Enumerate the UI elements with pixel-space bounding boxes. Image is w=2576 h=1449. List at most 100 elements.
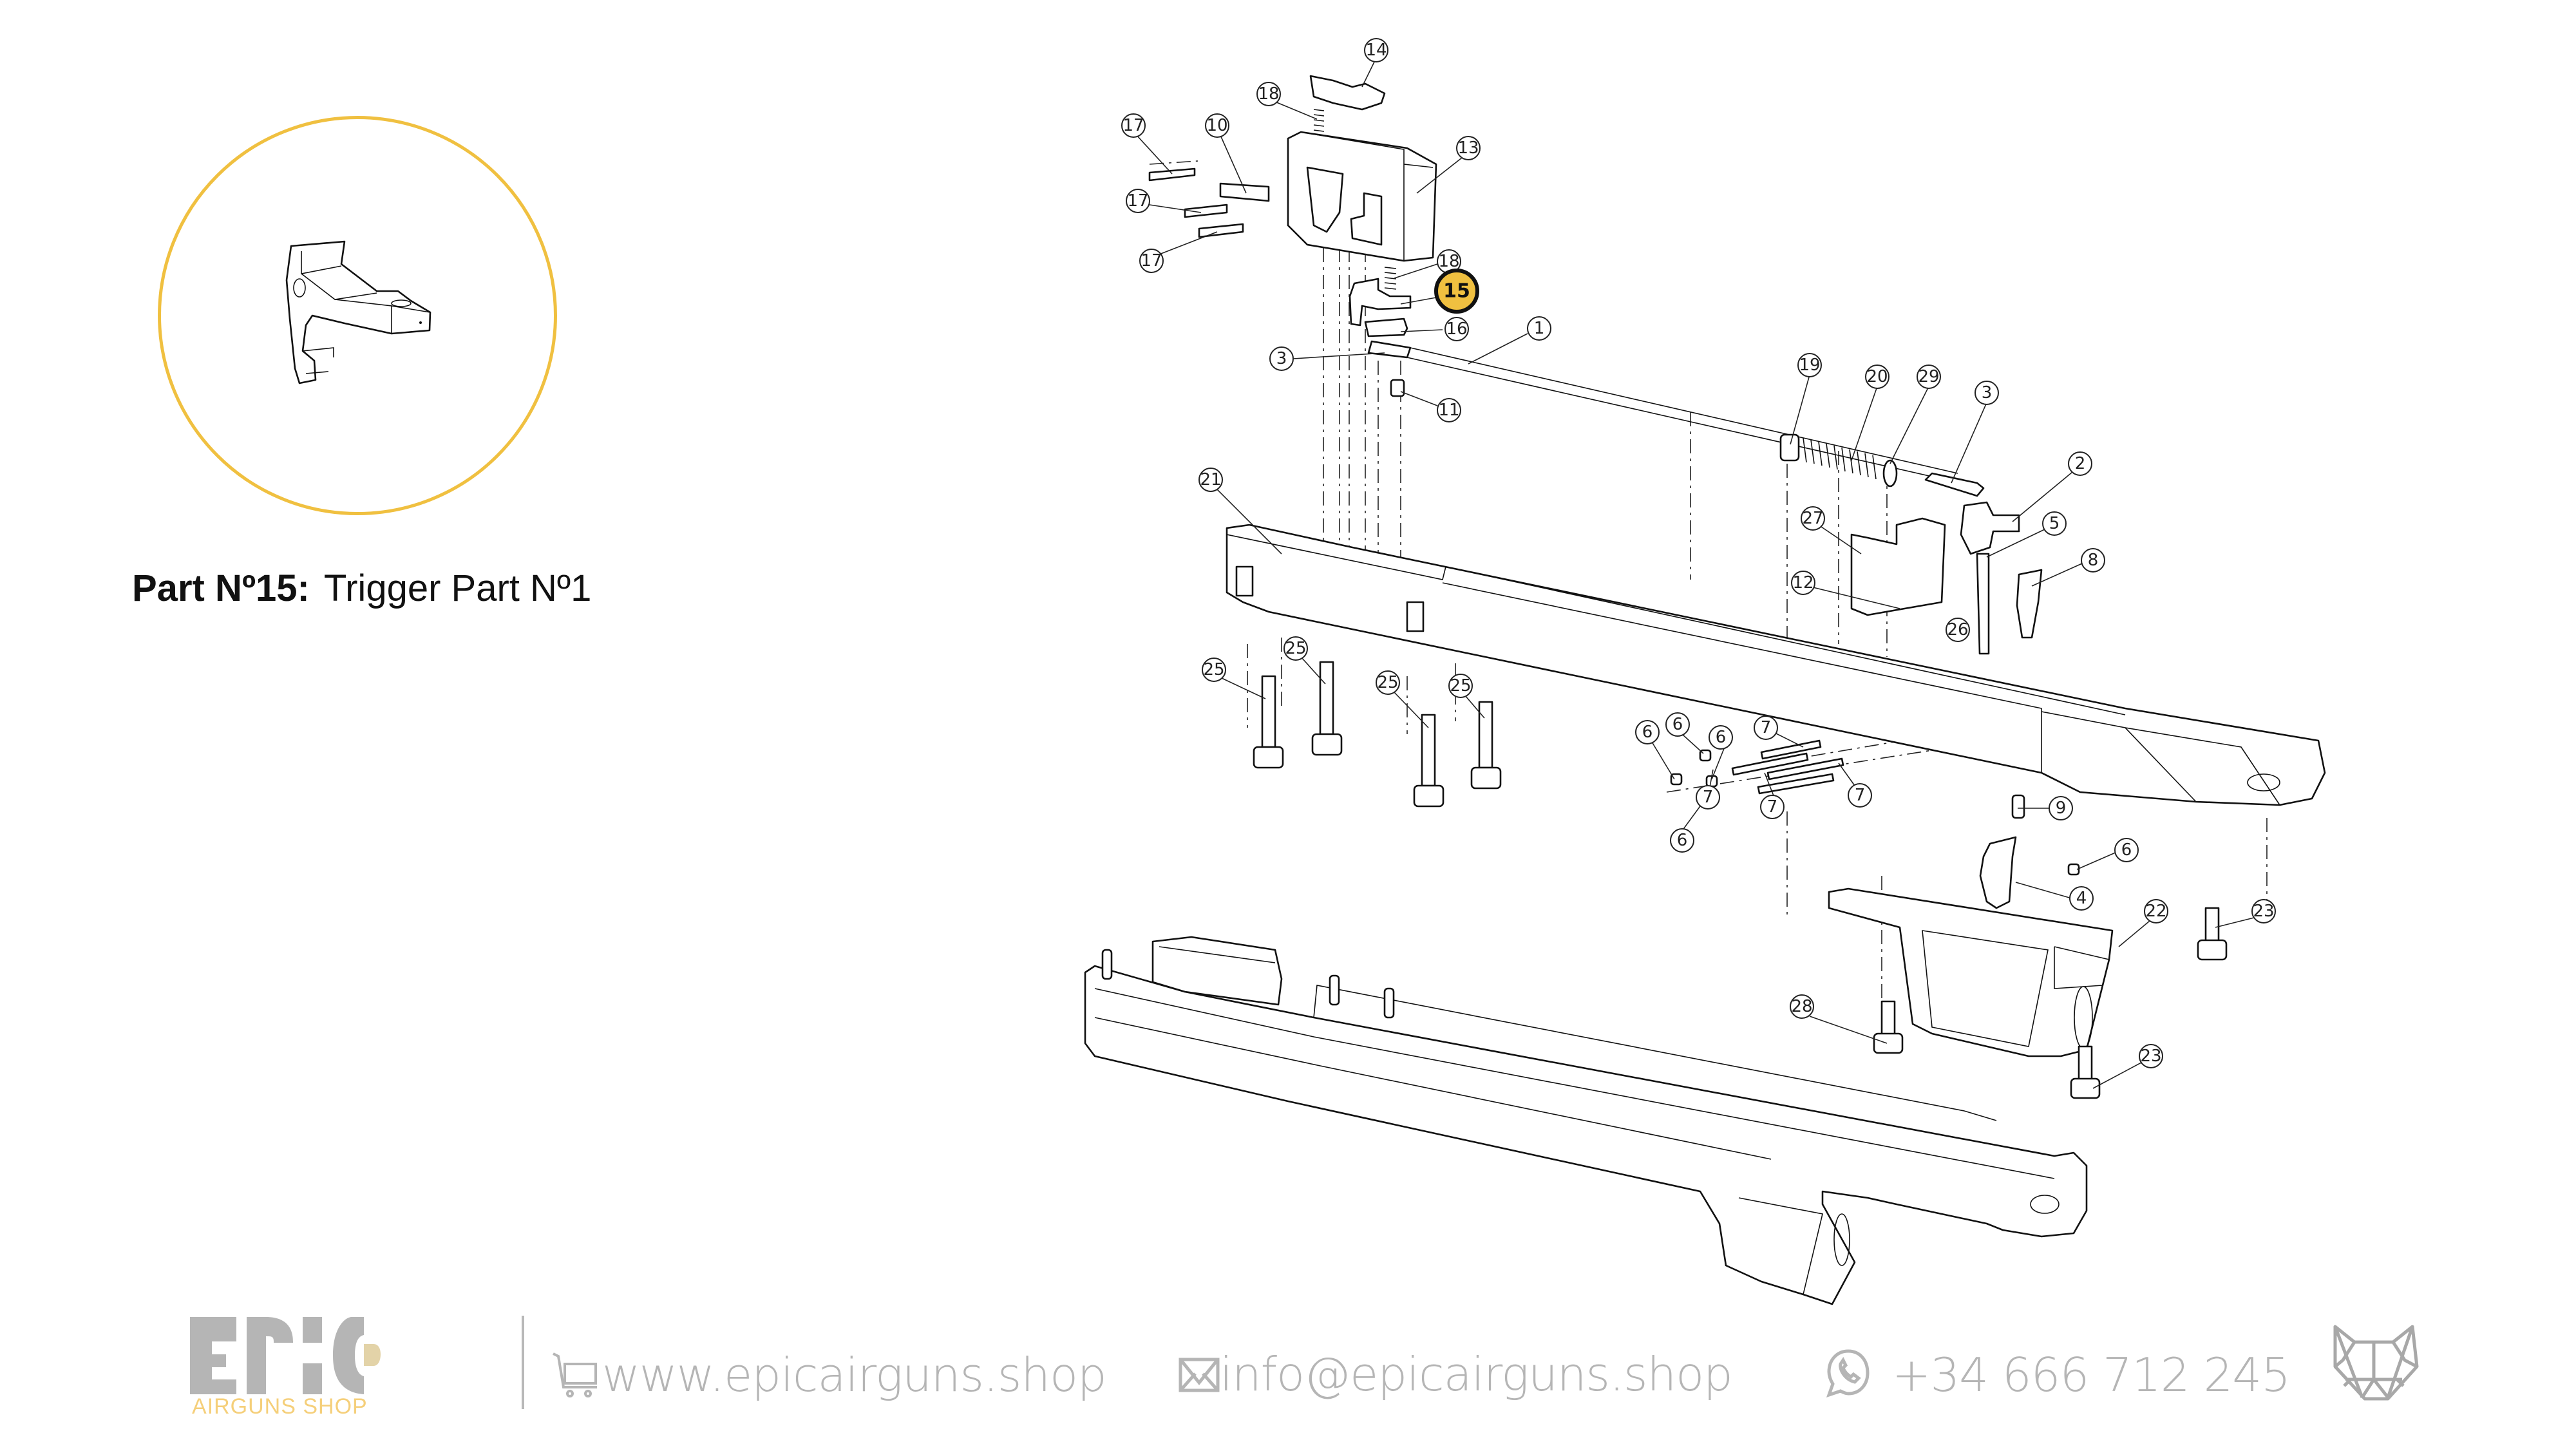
epic-logo-mark <box>190 1317 381 1394</box>
part-detail-circle <box>158 116 557 515</box>
callout-6: 6 <box>1665 712 1690 737</box>
pins-and-nuts-6-7 <box>1670 739 2080 876</box>
footer-divider <box>522 1316 524 1409</box>
svg-text:23: 23 <box>2253 902 2274 921</box>
callout-19: 19 <box>1797 353 1822 377</box>
wolf-head-icon <box>2325 1320 2428 1410</box>
callout-7: 7 <box>1754 715 1778 740</box>
svg-text:13: 13 <box>1457 138 1479 158</box>
highlighted-callout-15: 15 <box>1434 269 1479 314</box>
logo-subtitle: AIRGUNS SHOP <box>192 1394 368 1419</box>
svg-text:10: 10 <box>1206 116 1227 135</box>
envelope-icon <box>1179 1351 1220 1405</box>
sear-part-14 <box>1309 75 1386 111</box>
svg-text:7: 7 <box>1703 788 1714 807</box>
lever-parts-2-3-5-8 <box>1924 472 2043 655</box>
callout-11: 11 <box>1437 398 1461 422</box>
email-link[interactable]: info@epicairguns.shop <box>1179 1347 1733 1405</box>
callout-12: 12 <box>1791 571 1815 595</box>
part-name-label: Trigger Part Nº1 <box>323 567 592 609</box>
callout-17: 17 <box>1139 249 1164 273</box>
svg-text:9: 9 <box>2056 799 2067 818</box>
svg-text:28: 28 <box>1791 997 1812 1016</box>
callout-26: 26 <box>1946 618 1970 642</box>
part-title: Part Nº15: Trigger Part Nº1 <box>132 567 591 610</box>
callout-28: 28 <box>1790 994 1814 1019</box>
svg-text:11: 11 <box>1438 401 1459 420</box>
website-link[interactable]: www.epicairguns.shop <box>551 1347 1107 1410</box>
callout-7: 7 <box>1848 783 1872 808</box>
svg-text:3: 3 <box>1276 349 1287 368</box>
callout-25: 25 <box>1376 670 1400 695</box>
callout-13: 13 <box>1456 136 1481 160</box>
svg-text:18: 18 <box>1258 84 1279 104</box>
svg-text:6: 6 <box>1677 831 1688 850</box>
svg-text:18: 18 <box>1438 252 1459 271</box>
callout-27: 27 <box>1801 506 1825 531</box>
spring-part-18b <box>1384 267 1397 290</box>
website-text: www.epicairguns.shop <box>602 1348 1107 1402</box>
callout-6: 6 <box>2114 838 2139 862</box>
callout-17: 17 <box>1126 189 1150 213</box>
svg-text:26: 26 <box>1947 620 1968 639</box>
svg-text:5: 5 <box>2049 514 2060 533</box>
callout-23: 23 <box>2251 899 2276 923</box>
callout-9: 9 <box>2049 796 2073 820</box>
svg-text:25: 25 <box>1203 660 1224 679</box>
svg-text:15: 15 <box>1443 280 1470 303</box>
svg-text:14: 14 <box>1365 41 1387 60</box>
callout-29: 29 <box>1917 365 1941 389</box>
svg-text:7: 7 <box>1767 797 1778 817</box>
svg-text:27: 27 <box>1802 509 1823 528</box>
svg-text:8: 8 <box>2088 551 2099 570</box>
epic-logo <box>190 1317 448 1426</box>
svg-text:17: 17 <box>1127 191 1148 211</box>
svg-text:7: 7 <box>1761 718 1772 737</box>
part-16 <box>1364 317 1408 337</box>
svg-text:25: 25 <box>1285 639 1306 658</box>
pins-part-17-10 <box>1148 167 1270 238</box>
callout-25: 25 <box>1448 674 1473 698</box>
svg-text:21: 21 <box>1200 470 1221 489</box>
callout-4: 4 <box>2069 886 2094 911</box>
spring-part-18 <box>1313 109 1325 132</box>
svg-text:22: 22 <box>2145 902 2166 921</box>
email-text: info@epicairguns.shop <box>1220 1347 1733 1401</box>
trigger-part-15 <box>1349 278 1412 327</box>
svg-text:29: 29 <box>1918 367 1939 386</box>
callout-7: 7 <box>1696 785 1720 810</box>
svg-text:16: 16 <box>1446 319 1467 339</box>
svg-text:20: 20 <box>1866 367 1888 386</box>
callout-17: 17 <box>1121 113 1146 138</box>
callout-3: 3 <box>1975 381 1999 405</box>
svg-text:25: 25 <box>1450 676 1471 696</box>
svg-text:6: 6 <box>1672 715 1683 734</box>
svg-text:4: 4 <box>2076 889 2087 908</box>
callout-14: 14 <box>1364 38 1388 62</box>
callout-22: 22 <box>2144 899 2168 923</box>
rail-part-21 <box>1226 524 2326 806</box>
svg-text:3: 3 <box>1982 383 1993 402</box>
housing-part-13 <box>1287 131 1437 262</box>
callout-1: 1 <box>1527 316 1551 341</box>
callout-25: 25 <box>1202 658 1226 682</box>
shopping-cart-icon <box>551 1347 602 1410</box>
callout-8: 8 <box>2081 548 2105 573</box>
svg-text:2: 2 <box>2075 454 2086 473</box>
svg-text:12: 12 <box>1792 573 1814 592</box>
svg-text:19: 19 <box>1799 355 1820 375</box>
callout-23: 23 <box>2139 1044 2163 1068</box>
svg-text:25: 25 <box>1377 673 1398 692</box>
part-27 <box>1850 517 1946 616</box>
callout-20: 20 <box>1865 365 1889 389</box>
part-number-label: Part Nº15: <box>132 567 310 609</box>
trigger-part-illustration <box>285 240 431 384</box>
svg-text:1: 1 <box>1534 319 1545 338</box>
callout-18: 18 <box>1437 249 1461 274</box>
svg-text:23: 23 <box>2140 1046 2161 1066</box>
svg-text:6: 6 <box>1716 728 1727 747</box>
trigger-guard-part-22 <box>1828 836 2228 1099</box>
phone-link[interactable]: +34 666 712 245 <box>1823 1347 2291 1410</box>
part-11 <box>1390 379 1405 397</box>
